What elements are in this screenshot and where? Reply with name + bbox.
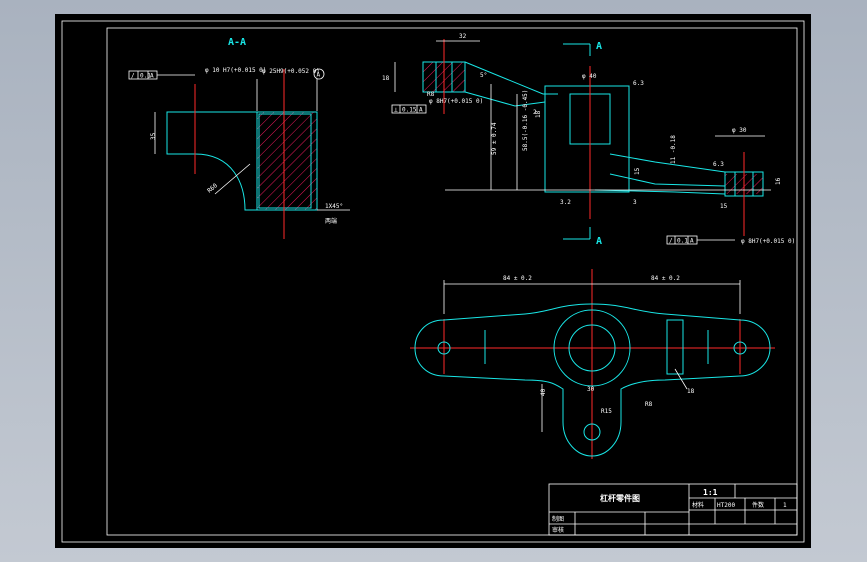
section-arrow-bottom: A xyxy=(596,236,602,247)
dim-left-span: 84 ± 0.2 xyxy=(503,275,532,282)
dim-small-3: 3 xyxy=(633,199,637,206)
dim-vertical-40: 40 xyxy=(540,388,547,396)
title-drawn-label: 制图 xyxy=(552,515,564,523)
dim-height-35: 35 xyxy=(150,132,157,140)
section-view-a-a: A-A / 0.1 A φ 10 H7 xyxy=(128,37,350,239)
section-body-left xyxy=(166,111,258,211)
front-hub xyxy=(544,85,630,193)
datum-label: A xyxy=(317,72,321,79)
dim-r15: R15 xyxy=(601,408,612,415)
section-title: A-A xyxy=(228,37,246,48)
svg-text:A: A xyxy=(419,107,423,114)
svg-text:/: / xyxy=(669,238,673,245)
dim-right-11: 11 -0.18 xyxy=(670,135,677,164)
svg-text:0.1: 0.1 xyxy=(677,238,688,245)
top-hub-bore xyxy=(568,324,616,372)
svg-text:A: A xyxy=(690,238,694,245)
dim-hub-note: 6.3 xyxy=(633,80,644,87)
roughness-2: 3.2 xyxy=(560,199,571,206)
dim-small-15: 15 xyxy=(720,203,728,210)
title-scale: 1:1 xyxy=(703,488,718,497)
top-left-hole xyxy=(437,341,451,355)
title-block[interactable]: 杠杆零件图 1:1 材料 HT200 件数 1 制图 审核 xyxy=(548,483,798,536)
dim-top-width: 32 xyxy=(459,33,467,40)
chamfer-note-2: 两端 xyxy=(325,217,337,225)
front-left-arm xyxy=(464,61,558,107)
dim-left-18: 18 xyxy=(382,75,390,82)
drawing-sheet[interactable]: A-A / 0.1 A φ 10 H7 xyxy=(55,14,811,548)
dim-right-dia: φ 30 xyxy=(732,127,747,134)
dim-r60: R60 xyxy=(206,182,219,195)
section-hub-outline xyxy=(256,111,318,211)
dim-58-5: 58.5(-0.16 -0.45) xyxy=(522,90,529,151)
top-bottom-hole xyxy=(583,423,601,441)
front-tol-frame-bottom: / 0.1 A xyxy=(666,235,735,245)
svg-text:0.1: 0.1 xyxy=(140,73,151,80)
datum-circle xyxy=(313,68,325,80)
section-arrow-top: A xyxy=(596,41,602,52)
dim-small-2: 2 xyxy=(533,109,537,116)
svg-text:0.15: 0.15 xyxy=(402,107,417,114)
section-bore xyxy=(258,113,312,209)
title-quantity-label: 件数 xyxy=(752,501,764,509)
top-right-hole xyxy=(733,341,747,355)
title-checked-label: 审核 xyxy=(552,526,564,534)
drawing-canvas[interactable]: A-A / 0.1 A φ 10 H7 xyxy=(55,14,811,548)
dim-angle: 5° xyxy=(480,72,487,79)
title-material-value: HT200 xyxy=(717,502,735,509)
front-view: A A xyxy=(382,33,795,247)
svg-text:⊥: ⊥ xyxy=(394,107,398,114)
chamfer-note: 1X45° xyxy=(325,203,343,210)
dim-front-bore: φ 8H7(+0.015 0) xyxy=(429,98,483,105)
top-body-outline xyxy=(414,303,771,457)
dim-front-18: 18 xyxy=(535,110,542,118)
title-material-label: 材料 xyxy=(692,501,704,509)
title-quantity-value: 1 xyxy=(783,502,787,509)
dim-right-span: 84 ± 0.2 xyxy=(651,275,680,282)
dim-right-15: 15 xyxy=(634,167,641,175)
dim-hub-dia: φ 40 xyxy=(582,73,597,80)
roughness-1: 6.3 xyxy=(713,161,724,168)
svg-text:A: A xyxy=(150,73,154,80)
dim-bore-right: φ 25H9(+0.052 0) xyxy=(262,68,320,75)
section-hub xyxy=(257,112,317,210)
dim-bore-left: φ 10 H7(+0.015 0) xyxy=(205,67,266,74)
dim-r8: R8 xyxy=(645,401,653,408)
title-part-name: 杠杆零件图 xyxy=(600,493,640,503)
top-rib-section xyxy=(666,319,684,375)
svg-text:/: / xyxy=(131,73,135,80)
dim-top-18: 18 xyxy=(687,388,695,395)
dim-right-bore: φ 8H7(+0.015 0) xyxy=(741,238,795,245)
dim-59: 59 ± 0.74 xyxy=(491,122,498,155)
inner-frame xyxy=(106,27,798,536)
top-hub-outer xyxy=(553,309,631,387)
dim-front-r8: R8 xyxy=(427,91,435,98)
top-view: 84 ± 0.2 84 ± 0.2 40 30 R15 R8 18 xyxy=(410,269,775,459)
dim-center-30: 30 xyxy=(587,386,595,393)
front-tol-frame: ⊥ 0.15 A xyxy=(391,104,427,114)
front-right-arm xyxy=(594,153,726,195)
section-tol-frame: / 0.1 A xyxy=(128,70,195,80)
dim-right-16: 16 xyxy=(775,177,782,185)
outer-frame xyxy=(61,20,805,543)
